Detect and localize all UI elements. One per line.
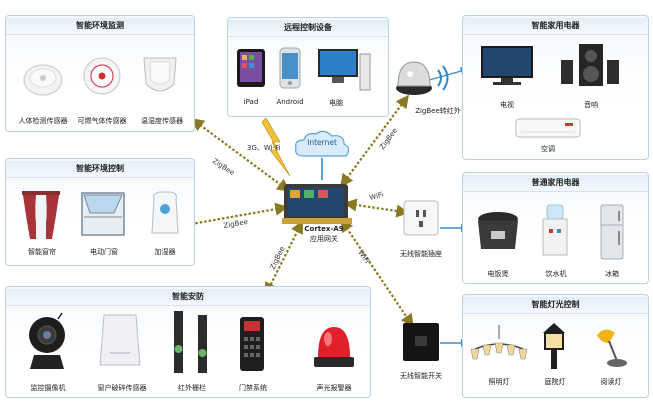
fridge-icon [600,204,624,260]
item-label: 门禁系统 [239,384,267,392]
item-label: 庭院灯 [544,378,566,386]
link-switch [340,218,414,328]
gas-sensor-icon [83,57,121,95]
zigbee-label-3: ZigBee [269,245,287,271]
humidifier-icon [151,191,179,234]
link-env-control [173,202,289,232]
link-socket [343,198,410,218]
smart-switch-icon [403,323,439,361]
panel-title: 智能环境监测 [6,18,194,35]
panel-normal-appliance: 普通家用电器 电饭煲 饮水机 冰箱 [462,172,649,284]
item-label: 声光报警器 [316,384,352,392]
internet-label: Internet [307,138,337,147]
reading-lamp-icon [597,329,627,367]
item-label: 人体检测传感器 [18,117,68,125]
panel-smart-appliance: 智能家用电器 电视 音响 空调 [462,15,649,160]
item-label: 电饭煲 [487,270,509,278]
item-label: 红外栅栏 [178,384,206,392]
item-label: 电动门窗 [90,248,118,256]
link-security [265,220,303,296]
wifi-label-1: WiFi [369,191,385,202]
access-control-icon [240,317,264,371]
link-ir [340,94,409,188]
zigbee-ir-icon [396,61,449,95]
rice-cooker-icon [478,212,518,249]
electric-window-icon [81,192,125,236]
garden-lamp-icon [543,323,565,369]
panel-env-monitor: 智能环境监测 人体检测传感器 可燃气体传感器 温湿度传感器 [5,15,195,132]
android-phone-icon [279,47,301,89]
glass-break-sensor-icon [99,314,141,366]
panel-lighting: 智能灯光控制 照明灯 庭院灯 阅读灯 [462,294,649,398]
internet-cloud-icon [295,130,350,157]
panel-env-control: 智能环境控制 智能窗帘 电动门窗 加湿器 [5,158,195,266]
item-label: 窗户破碎传感器 [97,384,147,392]
temp-humidity-sensor-icon [143,57,177,92]
computer-icon [318,49,371,91]
item-label: 温湿度传感器 [141,117,183,125]
item-label: 智能窗帘 [28,248,56,256]
item-label: iPad [243,98,259,106]
item-label: Android [276,98,304,106]
item-label: 空调 [541,145,555,153]
smart-socket-label: 无线智能插座 [400,250,442,258]
mobile-link-label: 3G、Wi-Fi [247,144,281,152]
panel-security: 智能安防 监控摄像机 窗户破碎传感器 红外栅栏 门禁系统 声光报警器 [5,286,371,398]
gateway-board-icon [282,184,352,224]
item-label: 可燃气体传感器 [77,117,127,125]
gateway-label-1: Cortex-A9 [304,225,344,233]
item-label: 音响 [584,101,598,109]
gateway-label-2: 应用网关 [310,235,338,243]
wireless-bolt-icon [261,117,291,177]
panel-title: 智能家用电器 [463,18,648,35]
item-label: 冰箱 [605,270,619,278]
item-label: 阅读灯 [600,378,622,386]
zigbee-label-1: ZigBee [211,157,236,177]
item-label: 电视 [500,101,514,109]
panel-title: 智能环境控制 [6,161,194,178]
curtain-icon [22,191,60,239]
chandelier-icon [470,325,528,360]
smart-socket-icon [403,200,439,236]
cortex-gateway[interactable] [282,178,352,224]
item-label: 电脑 [329,99,343,107]
internet-link [321,158,323,180]
infrared-fence-icon [174,311,207,373]
camera-icon [29,312,65,369]
panel-title: 普通家用电器 [463,175,648,192]
item-label: 照明灯 [488,378,510,386]
zigbee-ir-label: ZigBee转红外 [415,107,461,115]
tv-icon [481,46,533,85]
water-dispenser-icon [542,204,568,256]
item-label: 加湿器 [154,248,176,256]
panel-remote: 远程控制设备 iPad Android 电脑 [227,17,389,117]
zigbee-label-2: ZigBee [223,218,249,230]
item-label: 饮水机 [545,270,567,278]
item-label: 监控摄像机 [30,384,66,392]
panel-title: 智能灯光控制 [463,297,648,314]
body-sensor-icon [23,64,63,96]
smart-switch-label: 无线智能开关 [400,372,442,380]
panel-title: 智能安防 [6,289,370,306]
speaker-icon [561,44,619,86]
panel-title: 远程控制设备 [228,20,388,37]
air-conditioner-icon [515,118,581,138]
link-env-monitor [190,118,291,192]
alarm-light-icon [314,327,354,367]
ipad-icon [237,49,265,87]
